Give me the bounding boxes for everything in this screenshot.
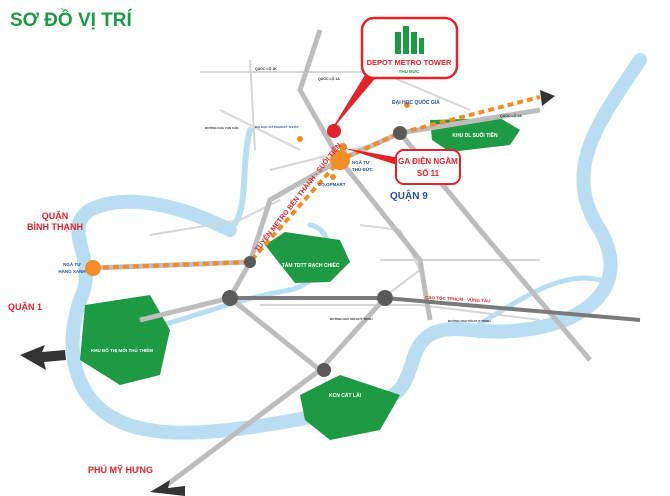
arrow-down-left-icon <box>150 480 185 496</box>
label-suoitien: KHU DL SUỐI TIÊN <box>452 131 498 139</box>
label-quan9: QUẬN 9 <box>390 189 428 202</box>
label-ngatu-td-2: THỦ ĐỨC <box>352 166 373 172</box>
ga-label-2: SỐ 11 <box>417 168 440 178</box>
label-ql1a-top: QUỐC LỘ 1A <box>318 76 340 81</box>
depot-marker <box>327 124 341 138</box>
arrow-left-icon <box>20 345 66 370</box>
river <box>65 53 647 440</box>
minor-roads <box>149 59 541 321</box>
label-rachchiec: TRUNG TÂM TDTT RẠCH CHIẾC <box>263 262 340 269</box>
depot-pointer <box>330 70 378 132</box>
label-dhqg: ĐẠI HỌC QUỐC GIA <box>392 99 440 106</box>
label-hangxanh-1: NGÃ TƯ <box>63 261 81 267</box>
logo-name: DEPOT METRO TOWER <box>367 58 452 67</box>
label-hangxanh-2: HÀNG XANH <box>58 268 85 274</box>
nga-tu-thu-duc-marker <box>330 150 350 170</box>
label-ndt2: ĐƯỜNG NGUYỄN DUY TRINH <box>448 318 491 323</box>
building-logo-icon <box>395 26 424 54</box>
ga-label-1: GA ĐIỆN NGẦM <box>398 156 458 166</box>
map-title: SƠ ĐỒ VỊ TRÍ <box>10 10 132 31</box>
label-ql1a-right: QUỐC LỘ 1A <box>500 113 522 118</box>
label-binhthanh-1: QUẬN <box>42 210 69 221</box>
junctions <box>222 126 407 377</box>
label-catlai: KCN CÁT LÁI <box>329 392 362 399</box>
logo-sub: THỦ ĐỨC <box>399 68 420 74</box>
label-khavancan: ĐƯỜNG KHA VẠN CÂN <box>205 125 238 130</box>
label-spkt: ĐẠI HỌC SƯ PHẠM KỸ THUẬT <box>255 124 299 129</box>
label-coop: CO.OPMART <box>318 182 346 187</box>
label-binhthanh-2: BÌNH THẠNH <box>27 222 83 232</box>
label-phumyhung: PHÚ MỸ HƯNG <box>88 464 153 475</box>
label-ql1k: QUỐC LỘ 1K <box>255 66 277 71</box>
arrows <box>20 90 555 496</box>
station-marker <box>339 143 347 151</box>
label-ndt1: ĐƯỜNG NGUYỄN DUY TRINH <box>330 316 373 321</box>
label-thuthiem: KHU ĐÔ THỊ MỚI THỦ THIÊM <box>91 346 153 353</box>
label-quan1: QUẬN 1 <box>8 301 42 312</box>
arrow-right-icon <box>540 90 555 106</box>
hang-xanh-marker <box>85 260 101 276</box>
label-caotoc: CAO TỐC TPHCM - VŨNG TÀU <box>425 294 491 303</box>
ga-callout <box>395 149 461 185</box>
depot-logo-box <box>360 16 459 80</box>
label-ngatu-td-1: NGÃ TƯ <box>352 159 370 165</box>
